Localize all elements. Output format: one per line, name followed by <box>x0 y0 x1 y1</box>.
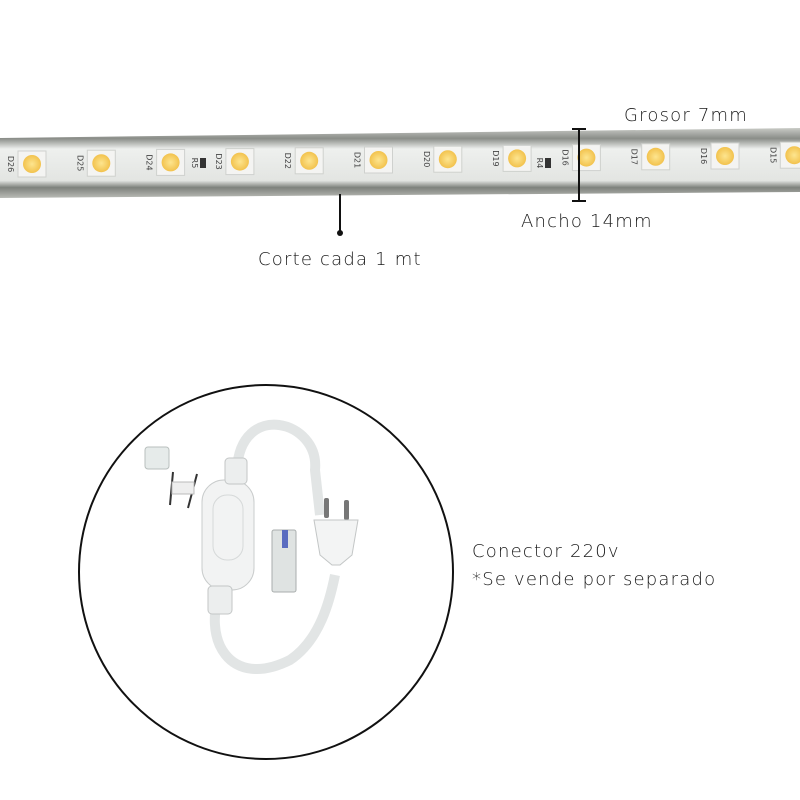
led-label: D20 <box>422 151 431 167</box>
led-chip <box>646 147 665 166</box>
sold-separately-label: *Se vende por separado <box>472 569 717 590</box>
connector-pin <box>169 471 198 509</box>
led-chip <box>508 149 527 168</box>
width-label: Ancho 14mm <box>521 211 653 232</box>
thickness-marker <box>572 128 586 202</box>
connector-kit <box>144 419 359 674</box>
end-cap <box>144 446 170 470</box>
led-chip <box>92 154 111 173</box>
led-chip <box>369 151 388 169</box>
led-label: D19 <box>491 150 500 166</box>
led-label: D16 <box>699 148 708 164</box>
led-label: D23 <box>214 153 223 169</box>
resistor <box>545 158 551 168</box>
resistor <box>200 158 206 168</box>
led-label: D17 <box>630 149 639 165</box>
controller-box <box>201 479 255 591</box>
led-chip <box>300 151 319 170</box>
led-label: D15 <box>768 147 777 163</box>
cut-label: Corte cada 1 mt <box>258 249 422 270</box>
led-label: D24 <box>145 154 154 170</box>
plug <box>313 498 359 566</box>
led-chip <box>161 153 180 172</box>
led-chip <box>23 155 41 173</box>
led-chip <box>577 148 596 167</box>
led-chip <box>785 146 800 165</box>
led-chip <box>716 147 734 165</box>
led-label: D25 <box>75 155 84 171</box>
connector-circle <box>78 384 454 760</box>
led-chip <box>438 150 457 169</box>
resistor-label: R4 <box>535 158 544 169</box>
led-chip <box>230 152 249 171</box>
connector-label: Conector 220v <box>472 541 620 562</box>
led-label: D26 <box>6 156 15 172</box>
led-label: D21 <box>353 152 362 168</box>
resistor-label: R5 <box>190 158 199 169</box>
led-label: D16 <box>560 149 569 165</box>
thickness-label: Grosor 7mm <box>624 105 748 126</box>
led-label: D22 <box>283 153 292 169</box>
cut-marker <box>337 194 343 236</box>
